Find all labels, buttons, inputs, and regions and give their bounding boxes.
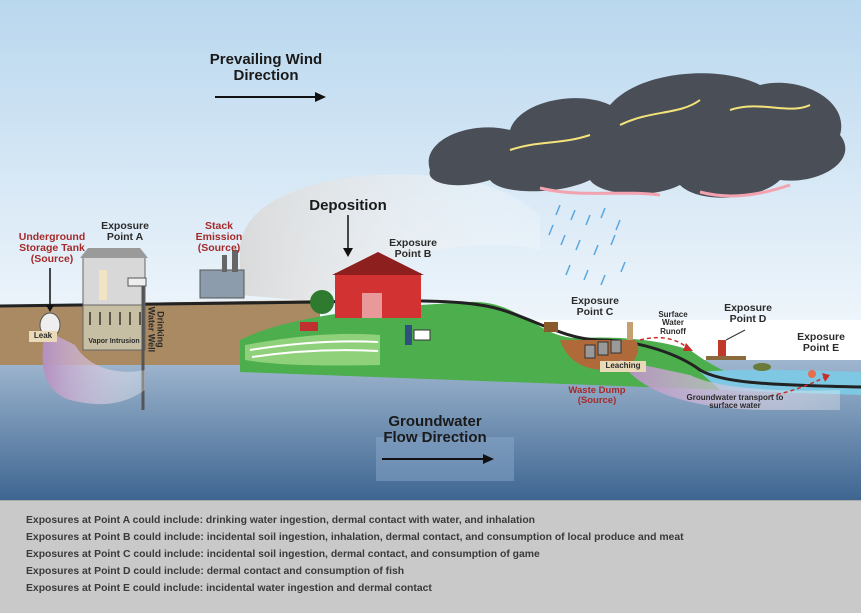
factory [199, 269, 245, 299]
stack-line3: (Source) [197, 242, 241, 255]
stack-emission-label: Stack Emission (Source) [184, 220, 254, 255]
water-well-head [127, 277, 147, 287]
groundwater-flow-label: Groundwater Flow Direction [360, 414, 510, 446]
vapor-intrusion-label: Vapor Intrusion [88, 338, 140, 345]
gw-transport-arrow [769, 376, 826, 397]
dock [706, 356, 746, 360]
house-roof [80, 248, 148, 258]
legend-point-b: Exposures at Point B could include: inci… [26, 532, 684, 543]
tree [310, 290, 334, 314]
field-stripe [249, 340, 379, 351]
field-stripe [251, 349, 379, 358]
wind-label-line1: Prevailing Wind [209, 51, 323, 68]
wind-label-line2: Direction [233, 66, 299, 84]
tractor [300, 322, 318, 331]
fish [753, 363, 771, 371]
factory-stack [232, 250, 238, 272]
legend-point-c: Exposures at Point C could include: inci… [26, 549, 540, 560]
deposition-label: Deposition [309, 197, 387, 214]
deer [544, 322, 558, 332]
point-a-line2: Point A [106, 231, 144, 244]
exposure-legend: Exposures at Point A could include: drin… [0, 500, 861, 613]
exposure-point-d-label: Exposure Point D [713, 302, 783, 326]
point-c-line2: Point C [576, 306, 614, 319]
leaching-tag [600, 361, 646, 372]
ust-line2: Storage Tank [19, 242, 85, 255]
cow [413, 329, 431, 341]
exposure-point-a-label: Exposure Point A [90, 220, 160, 244]
leaching-label: Leaching [605, 361, 641, 370]
waste-dump-line2: (Source) [577, 394, 617, 406]
rain [548, 204, 626, 286]
exposure-point-c-label: Exposure Point C [560, 295, 630, 319]
point-d-line2: Point D [729, 313, 767, 326]
point-b-line1: Exposure [389, 237, 437, 249]
gw-transport-arrowhead [822, 373, 830, 382]
fisherman [718, 340, 726, 356]
well-line1: Drinking [155, 311, 166, 348]
barn-roof [332, 252, 424, 275]
waste-dump-line1: Waste Dump [568, 385, 626, 396]
leak-label: Leak [33, 331, 53, 340]
ust-line3: (Source) [30, 253, 74, 266]
point-c-line1: Exposure [571, 295, 619, 307]
cloud-lightning-edge [509, 99, 811, 151]
leak-plume [42, 330, 145, 405]
vapor-arrows [89, 312, 141, 325]
runoff-arrowhead [683, 343, 693, 351]
gw-label-line2: Flow Direction [383, 428, 487, 446]
waste-dump-label: Waste Dump (Source) [562, 386, 632, 406]
ust-line1: Underground [18, 231, 86, 243]
well-line2: Water Well [146, 306, 156, 353]
legend-point-d: Exposures at Point D could include: derm… [26, 566, 405, 577]
exposure-point-e-label: Exposure Point E [786, 331, 856, 355]
hunter [627, 322, 633, 340]
wind-arrowhead [315, 92, 326, 102]
swimmer [808, 370, 816, 378]
point-a-line1: Exposure [101, 220, 149, 232]
surface-water-runoff-label: Surface Water Runoff [648, 310, 698, 336]
runoff-line1: Surface [658, 310, 688, 319]
point-e-line1: Exposure [797, 331, 845, 343]
leaching-plume [620, 360, 840, 410]
exposure-pathway-scene [0, 0, 861, 500]
point-e-line2: Point E [802, 342, 840, 355]
leak-tag [29, 331, 57, 342]
legend-point-e: Exposures at Point E could include: inci… [26, 583, 432, 594]
cloud-pink-edge [539, 183, 791, 198]
stack-line1: Stack [204, 220, 234, 232]
waste-barrels [584, 339, 622, 359]
runoff-line3: Runoff [660, 326, 686, 336]
gw-transport-line2: surface water [709, 401, 761, 411]
underground-storage-tank-label: Underground Storage Tank (Source) [12, 231, 92, 266]
gw-label-line1: Groundwater [388, 413, 482, 430]
fishing-line [725, 329, 746, 341]
groundwater-arrowhead [483, 454, 494, 464]
tank-arrowhead [46, 305, 54, 312]
ground-line [0, 299, 861, 389]
point-d-line1: Exposure [724, 302, 772, 314]
drinking-water-well-label: Drinking Water Well [146, 300, 165, 358]
barn-door [362, 293, 382, 318]
farmer [405, 325, 412, 345]
gw-transport-line1: Groundwater transport to [686, 393, 784, 402]
house-basement [82, 304, 146, 351]
wind-direction-label: Prevailing Wind Direction [196, 52, 336, 84]
groundwater-transport-label: Groundwater transport to surface water [680, 393, 790, 411]
point-b-line2: Point B [394, 248, 432, 261]
exposure-point-b-label: Exposure Point B [378, 237, 448, 261]
legend-point-a: Exposures at Point A could include: drin… [26, 515, 536, 526]
stack-line2: Emission [195, 231, 243, 244]
factory-stack [222, 255, 227, 272]
deposition-arrowhead [343, 248, 353, 257]
storm-cloud [428, 73, 846, 198]
person-in-house [99, 270, 107, 300]
emission-plume [240, 174, 540, 300]
runoff-line2: Water [662, 318, 684, 328]
